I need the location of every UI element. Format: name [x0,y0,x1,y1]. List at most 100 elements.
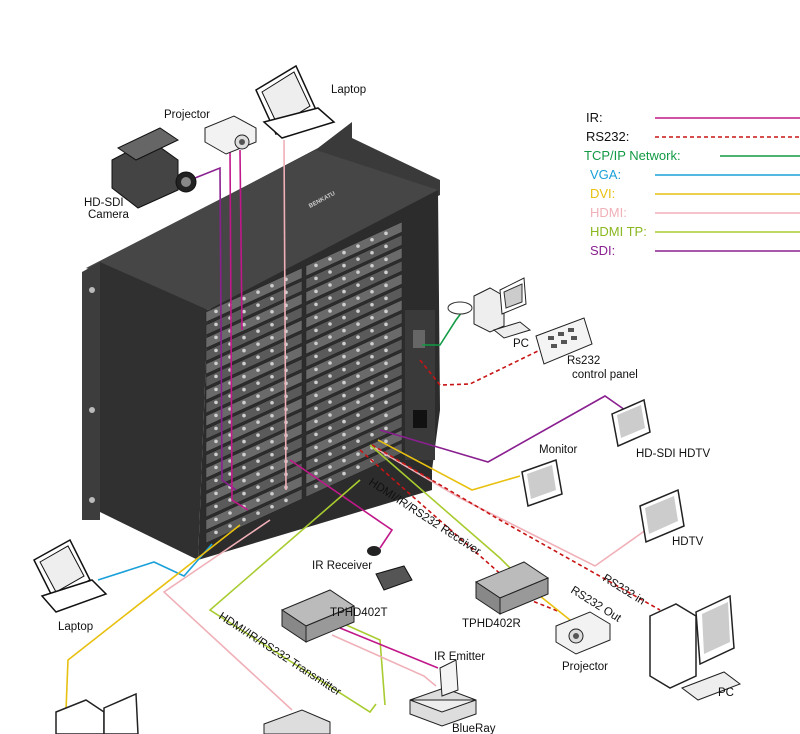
bnc-connector [270,439,274,444]
io-card-slot [305,377,403,433]
io-card-slot [305,234,403,290]
bnc-connector [370,276,374,281]
bnc-connector [214,426,218,431]
bnc-connector [342,393,346,398]
bnc-connector [256,355,260,359]
monitor-device [521,458,563,508]
bnc-connector [328,283,332,287]
cable-tcpip [422,311,463,346]
label-tphd402t: TPHD402T [330,607,388,619]
rack-hole [89,407,95,413]
blueray-player-device [409,659,477,727]
bnc-connector [328,426,332,430]
label-hdsdi-hdtv: HD-SDI HDTV [636,448,710,460]
power-socket [413,410,427,428]
bnc-connector [370,393,374,398]
bnc-connector [314,393,318,398]
bnc-connector [314,484,318,489]
bnc-connector [214,465,218,470]
bnc-connector [270,361,274,366]
chassis-top-face [86,150,438,310]
bnc-connector [370,432,374,437]
bnc-connector [370,237,374,242]
io-card-slot [205,358,303,414]
bnc-connector [314,354,318,359]
rack-hole [89,497,95,503]
io-card-slot [305,273,403,329]
bnc-connector [356,439,360,443]
bnc-connector [370,250,374,255]
bnc-connector [356,387,360,391]
bnc-connector [384,400,388,405]
bnc-connector [270,452,274,457]
bnc-connector [342,432,346,437]
bnc-connector [356,244,360,248]
bnc-connector [384,283,388,288]
bnc-connector [228,524,232,528]
label-tphd402r: TPHD402R [462,618,521,630]
bnc-connector [284,498,288,503]
bnc-connector [384,244,388,249]
bnc-connector [356,452,360,456]
legend-label: SDI: [590,243,615,258]
bnc-connector [342,328,346,333]
cable-sdi-hdtv [379,395,626,463]
bnc-connector [270,309,274,314]
bnc-connector [384,361,388,366]
bnc-connector [270,348,274,353]
bnc-connector [256,342,260,346]
label-ir-emitter: IR Emitter [434,651,485,663]
bnc-connector [314,263,318,268]
bnc-connector [356,361,360,365]
bnc-connector [314,367,318,372]
bnc-connector [256,303,260,307]
card-slots [205,221,403,544]
bnc-connector [356,257,360,261]
io-card-slot [205,488,303,544]
bnc-connector [342,354,346,359]
io-card-slot [305,351,403,407]
bnc-connector [384,296,388,301]
bnc-connector [242,400,246,405]
laptop-left-device [33,538,108,613]
cable-hdmi-blueray [331,634,437,687]
label-pc-top: PC [513,338,529,350]
hdtv-device [639,488,685,544]
legend-label: IR: [586,110,603,125]
bnc-connector [256,316,260,320]
bnc-connector [256,485,260,489]
bnc-connector [314,406,318,411]
bnc-connector [228,472,232,476]
label-rs232-in: RS232 in [600,572,646,607]
bnc-connector [384,270,388,275]
bnc-connector [384,335,388,340]
bnc-connector [314,315,318,320]
bnc-connector [328,439,332,443]
bnc-connector [384,322,388,327]
bnc-connector [256,420,260,424]
rack-hole [89,287,95,293]
bnc-connector [242,478,246,483]
bnc-connector [356,283,360,287]
bnc-connector [242,322,246,327]
bnc-connector [214,335,218,340]
io-card-slot [205,475,303,531]
laptop-top-device [255,64,336,139]
bnc-connector [256,329,260,333]
io-card-slot [205,410,303,466]
bnc-connector [342,367,346,372]
cable-dvi-projector [539,595,571,621]
bnc-connector [242,296,246,301]
bnc-connector [356,374,360,378]
label-laptop-top: Laptop [331,84,366,96]
bnc-connector [270,465,274,470]
bnc-connector [342,276,346,281]
projector-bottom-device [555,611,611,655]
io-card-slot [305,299,403,355]
bnc-connector [314,302,318,307]
bnc-connector [214,309,218,314]
io-card-slot [305,325,403,381]
io-card-slot [305,260,403,316]
cable-hdmi-hdtv [374,447,661,567]
